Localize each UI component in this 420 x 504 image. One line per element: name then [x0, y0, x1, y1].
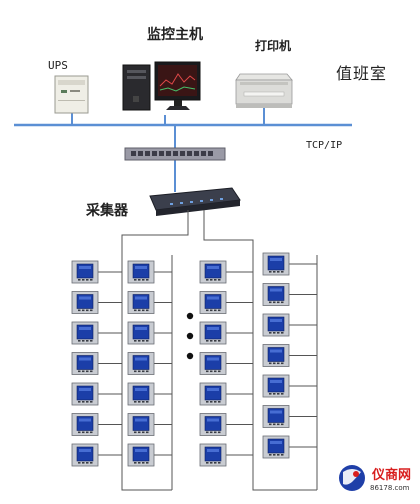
monitor-host-device [122, 61, 201, 111]
meter-grid [71, 252, 317, 467]
ups-device [54, 75, 89, 114]
meter-unit [262, 283, 317, 306]
meter-unit [262, 344, 317, 367]
tcp-ip-label: TCP/IP [306, 140, 343, 151]
meter-unit [262, 405, 317, 428]
meter-unit [71, 352, 122, 375]
meter-unit [127, 291, 172, 314]
meter-unit [127, 352, 172, 375]
meter-unit [199, 443, 253, 467]
meter-unit [71, 260, 122, 284]
meter-unit [199, 260, 253, 284]
meter-unit [262, 252, 317, 276]
meter-unit [127, 260, 172, 284]
meter-unit [71, 413, 122, 436]
meter-unit [199, 321, 253, 345]
watermark-text: 仪商网 [372, 468, 412, 483]
meter-unit [71, 443, 122, 467]
meter-unit [199, 382, 253, 406]
watermark-logo [339, 465, 365, 491]
meter-unit [127, 321, 172, 345]
meter-unit [127, 413, 172, 436]
meter-unit [262, 313, 317, 337]
monitor-host-label: 监控主机 [147, 27, 203, 43]
meter-unit [262, 435, 317, 459]
ellipsis-dots [186, 312, 194, 360]
printer-device [235, 73, 293, 108]
ups-label: UPS [48, 59, 68, 72]
meter-unit [127, 443, 172, 467]
printer-label: 打印机 [255, 39, 292, 53]
meter-unit [71, 321, 122, 345]
meter-unit [262, 374, 317, 398]
meter-unit [199, 291, 253, 314]
collector-label: 采集器 [86, 203, 128, 219]
meter-unit [127, 382, 172, 406]
duty-room-label: 值班室 [336, 64, 388, 83]
collector-device [149, 187, 241, 216]
watermark-url: 86178.com [370, 484, 410, 492]
meter-unit [71, 291, 122, 314]
meter-unit [199, 413, 253, 436]
network-switch [124, 147, 226, 161]
meter-unit [71, 382, 122, 406]
meter-unit [199, 352, 253, 375]
